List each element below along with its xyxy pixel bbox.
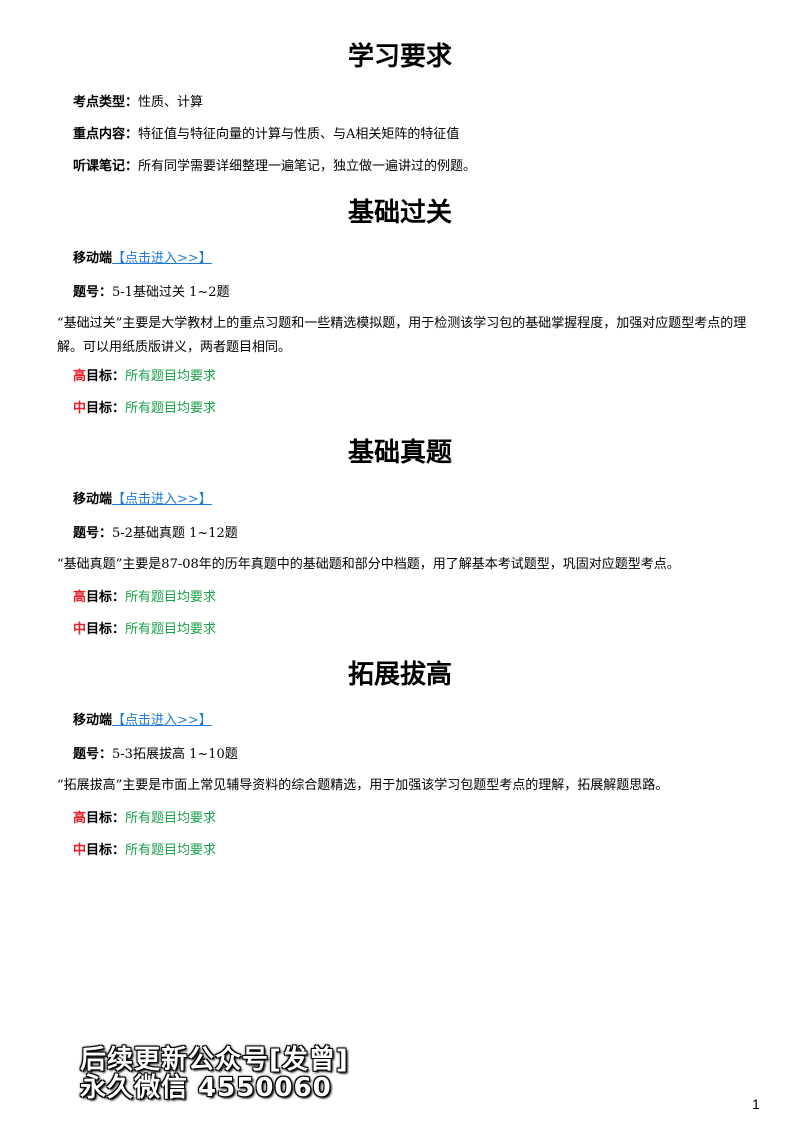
high-target-value: 所有题目均要求 <box>125 369 217 384</box>
high-prefix: 高 <box>73 369 87 384</box>
high-target-value: 所有题目均要求 <box>125 811 217 826</box>
mid-prefix: 中 <box>73 843 87 858</box>
exam-type-label: 考点类型： <box>73 95 139 110</box>
mobile-line: 移动端【点击进入>>】 <box>73 491 212 509</box>
high-prefix: 高 <box>73 590 87 605</box>
number-value: 5-1基础过关 1~2题 <box>112 285 230 300</box>
mid-target-value: 所有题目均要求 <box>125 401 217 416</box>
target-label: 目标： <box>86 369 126 384</box>
section-title-basic-pass: 基础过关 <box>347 198 452 228</box>
target-label: 目标： <box>86 622 126 637</box>
section-title-basic-real: 基础真题 <box>347 438 452 468</box>
mobile-line: 移动端【点击进入>>】 <box>73 250 212 268</box>
key-content-value: 特征值与特征向量的计算与性质、与A相关矩阵的特征值 <box>138 127 460 142</box>
number-value: 5-3拓展拔高 1~10题 <box>112 747 238 762</box>
number-label: 题号： <box>73 526 113 541</box>
mobile-label: 移动端 <box>73 713 113 728</box>
exam-type-value: 性质、计算 <box>138 95 204 110</box>
mobile-label: 移动端 <box>73 251 113 266</box>
number-value: 5-2基础真题 1~12题 <box>112 526 238 541</box>
high-target-line: 高目标：所有题目均要求 <box>73 589 216 607</box>
mid-target-line: 中目标：所有题目均要求 <box>73 621 216 639</box>
exam-type-line: 考点类型：性质、计算 <box>73 94 203 112</box>
number-label: 题号： <box>73 285 113 300</box>
high-target-line: 高目标：所有题目均要求 <box>73 810 216 828</box>
watermark-line-1: 后续更新公众号[发曾] <box>80 1045 349 1075</box>
section-title-requirements: 学习要求 <box>347 42 452 72</box>
mobile-line: 移动端【点击进入>>】 <box>73 712 212 730</box>
high-target-value: 所有题目均要求 <box>125 590 217 605</box>
high-prefix: 高 <box>73 811 87 826</box>
number-line: 题号：5-3拓展拔高 1~10题 <box>73 746 238 764</box>
target-label: 目标： <box>86 811 126 826</box>
mid-target-line: 中目标：所有题目均要求 <box>73 400 216 418</box>
notes-label: 听课笔记： <box>73 159 139 174</box>
mobile-link[interactable]: 【点击进入>>】 <box>112 251 212 266</box>
page-number: 1 <box>752 1096 760 1112</box>
target-label: 目标： <box>86 843 126 858</box>
watermark-line-2: 永久微信 4550060 <box>80 1073 332 1103</box>
mobile-label: 移动端 <box>73 492 113 507</box>
key-content-line: 重点内容：特征值与特征向量的计算与性质、与A相关矩阵的特征值 <box>73 126 459 144</box>
mid-prefix: 中 <box>73 401 87 416</box>
target-label: 目标： <box>86 590 126 605</box>
number-label: 题号： <box>73 747 113 762</box>
section-description: “拓展拔高”主要是市面上常见辅导资料的综合题精选，用于加强该学习包题型考点的理解… <box>57 778 669 793</box>
mid-target-value: 所有题目均要求 <box>125 843 217 858</box>
notes-line: 听课笔记：所有同学需要详细整理一遍笔记，独立做一遍讲过的例题。 <box>73 158 476 176</box>
key-content-label: 重点内容： <box>73 127 139 142</box>
number-line: 题号：5-2基础真题 1~12题 <box>73 525 238 543</box>
mobile-link[interactable]: 【点击进入>>】 <box>112 492 212 507</box>
mid-target-line: 中目标：所有题目均要求 <box>73 842 216 860</box>
mid-target-value: 所有题目均要求 <box>125 622 217 637</box>
mobile-link[interactable]: 【点击进入>>】 <box>112 713 212 728</box>
mid-prefix: 中 <box>73 622 87 637</box>
section-description: “基础真题”主要是87-08年的历年真题中的基础题和部分中档题，用了解基本考试题… <box>57 557 680 572</box>
notes-value: 所有同学需要详细整理一遍笔记，独立做一遍讲过的例题。 <box>138 159 477 174</box>
target-label: 目标： <box>86 401 126 416</box>
number-line: 题号：5-1基础过关 1~2题 <box>73 284 230 302</box>
section-description: “基础过关”主要是大学教材上的重点习题和一些精选模拟题，用于检测该学习包的基础掌… <box>57 316 747 355</box>
section-title-extension: 拓展拔高 <box>347 660 452 690</box>
high-target-line: 高目标：所有题目均要求 <box>73 368 216 386</box>
